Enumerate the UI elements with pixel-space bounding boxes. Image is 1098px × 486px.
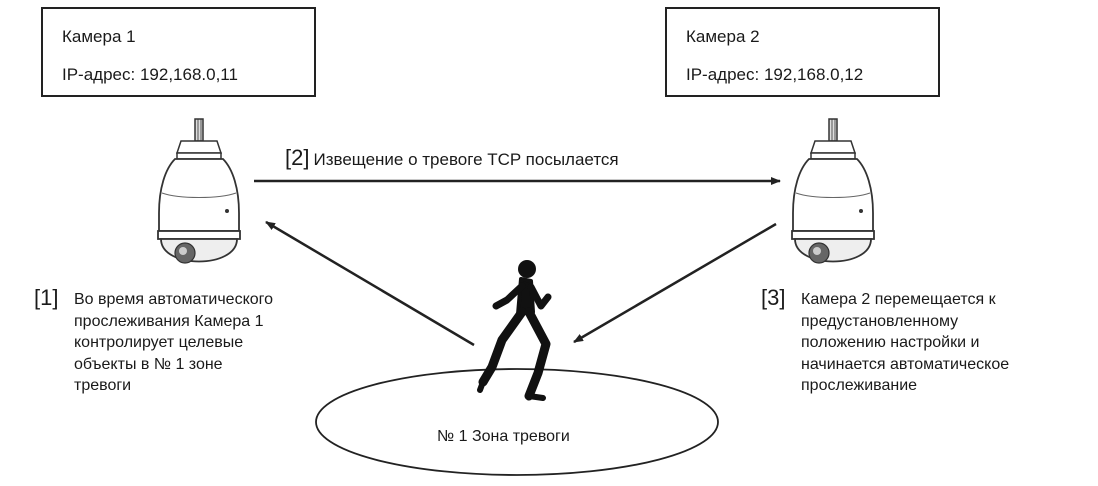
step-3-line: прослеживание [801,377,918,395]
step-2-text: Извещение о тревоге TCP посылается [313,150,619,169]
step-1-line: тревоги [74,377,132,395]
camera-2-title: Камера 2 [686,27,760,46]
step-1-line: контролирует целевые [74,334,244,352]
step-3-number: [3] [761,285,786,310]
camera-2-ip: IP-адрес: 192,168.0,12 [686,65,864,84]
alarm-zone-label: № 1 Зона тревоги [437,428,570,445]
step-3-line: предустановленному [801,312,959,330]
step-3-line: положению настройки и [801,334,980,352]
step-1-line: объекты в № 1 зоне [74,355,223,373]
alarm-zone-ellipse [315,368,719,476]
step-2-label: [2]Извещение о тревоге TCP посылается [285,143,619,173]
step-2-number: [2] [285,145,310,170]
step-1-line: прослеживания Камера 1 [74,312,264,330]
running-person-icon [477,260,552,401]
arrow-move [573,222,777,344]
arrow-tracking [265,220,475,347]
step-1-number: [1] [34,285,59,310]
step-3-line: Камера 2 перемещается к [801,291,996,308]
camera-1-ip: IP-адрес: 192,168.0,11 [62,65,238,84]
dome-camera-icon [157,118,241,264]
camera-1-title: Камера 1 [62,27,136,46]
step-1-line: Во время автоматического [74,291,274,308]
camera-1-info-box: Камера 1 IP-адрес: 192,168.0,11 [41,7,316,97]
camera-2-info-box: Камера 2 IP-адрес: 192,168.0,12 [665,7,940,97]
dome-camera-icon [791,118,875,264]
step-3-line: начинается автоматическое [801,355,1010,373]
